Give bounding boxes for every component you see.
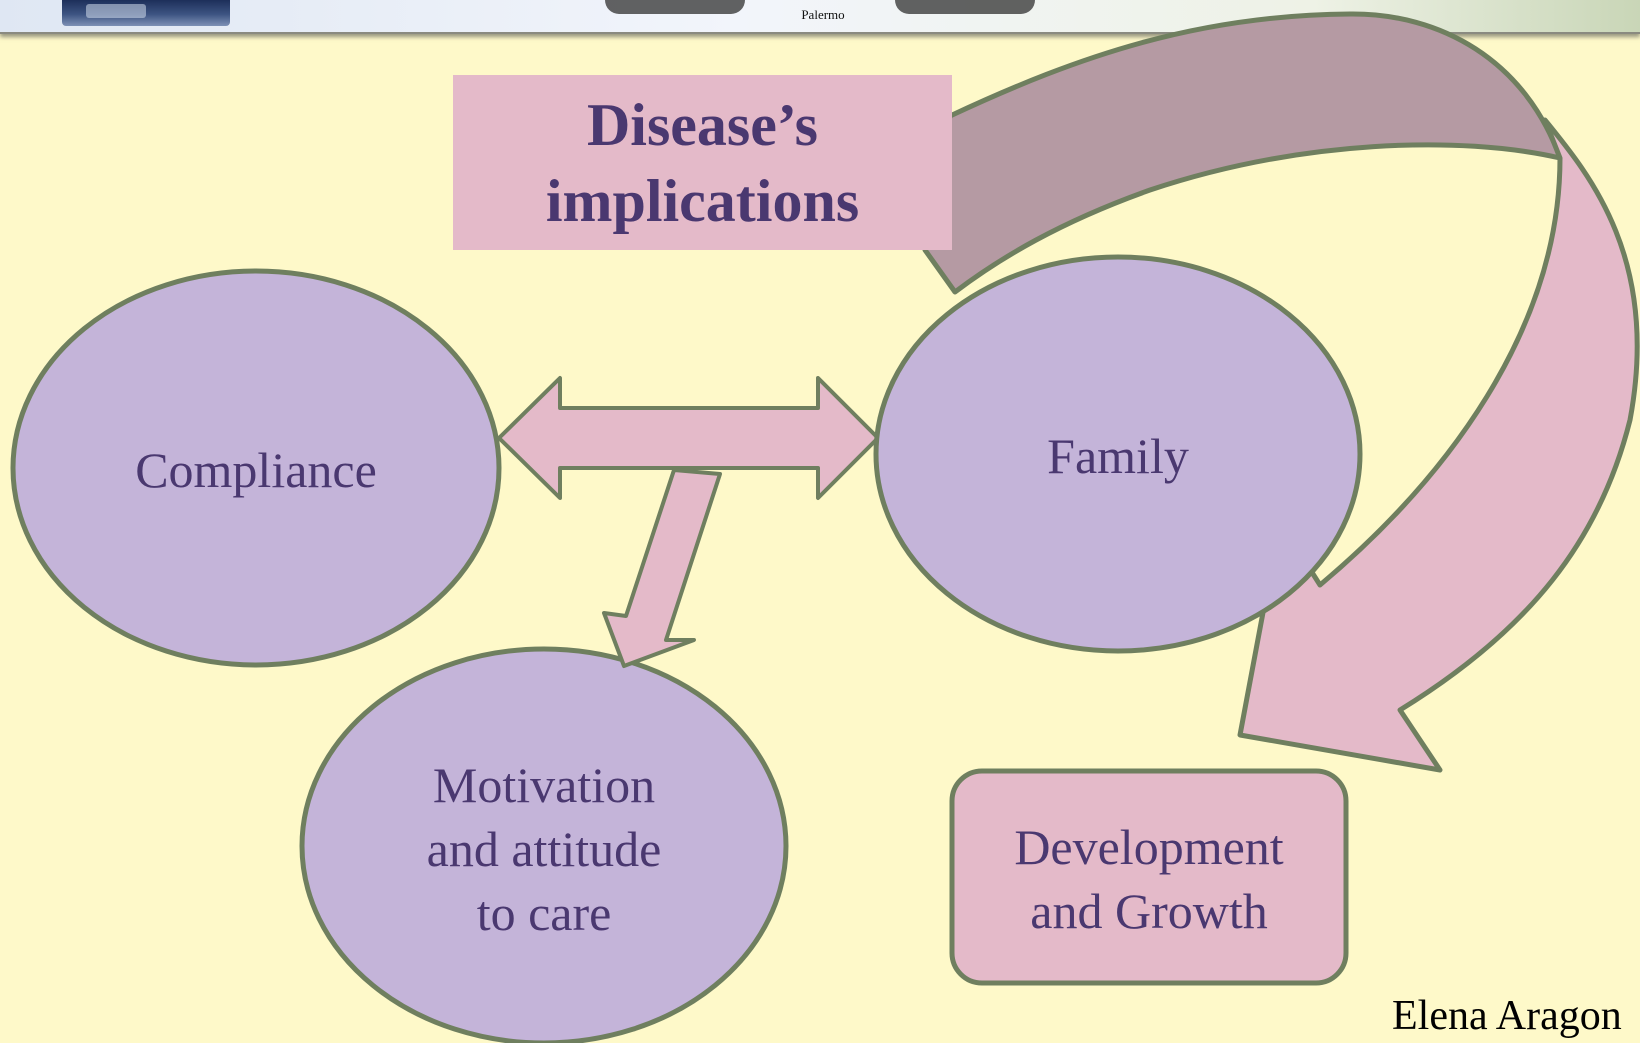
development-box [949,768,1349,986]
compliance-ellipse [10,268,502,668]
compliance-label: Compliance [135,442,377,498]
header-place-label: Palermo [801,7,845,22]
motivation-label: Motivation and attitude to care [302,753,786,945]
title-box [453,75,952,250]
curved-arrow-back [922,11,1563,295]
header-logo-image [62,0,230,26]
development-line: Development [1014,819,1284,875]
curved-arrow-front [1237,117,1640,773]
author-name: Elena Aragon [1392,993,1622,1039]
motivation-line: to care [476,885,612,941]
development-label: Development and Growth [952,815,1346,943]
motivation-line: and attitude [426,821,662,877]
diagram-title-text: Disease’s implications [545,92,860,234]
diagram-title: Disease’s implications [453,87,952,239]
development-line: and Growth [1030,883,1268,939]
motivation-ellipse [299,646,789,1043]
family-label: Family [1047,428,1189,484]
header-decoration [605,0,745,14]
header-decoration [895,0,1035,14]
motivation-line: Motivation [432,757,656,813]
family-ellipse [873,254,1363,654]
down-arrow [602,468,722,668]
